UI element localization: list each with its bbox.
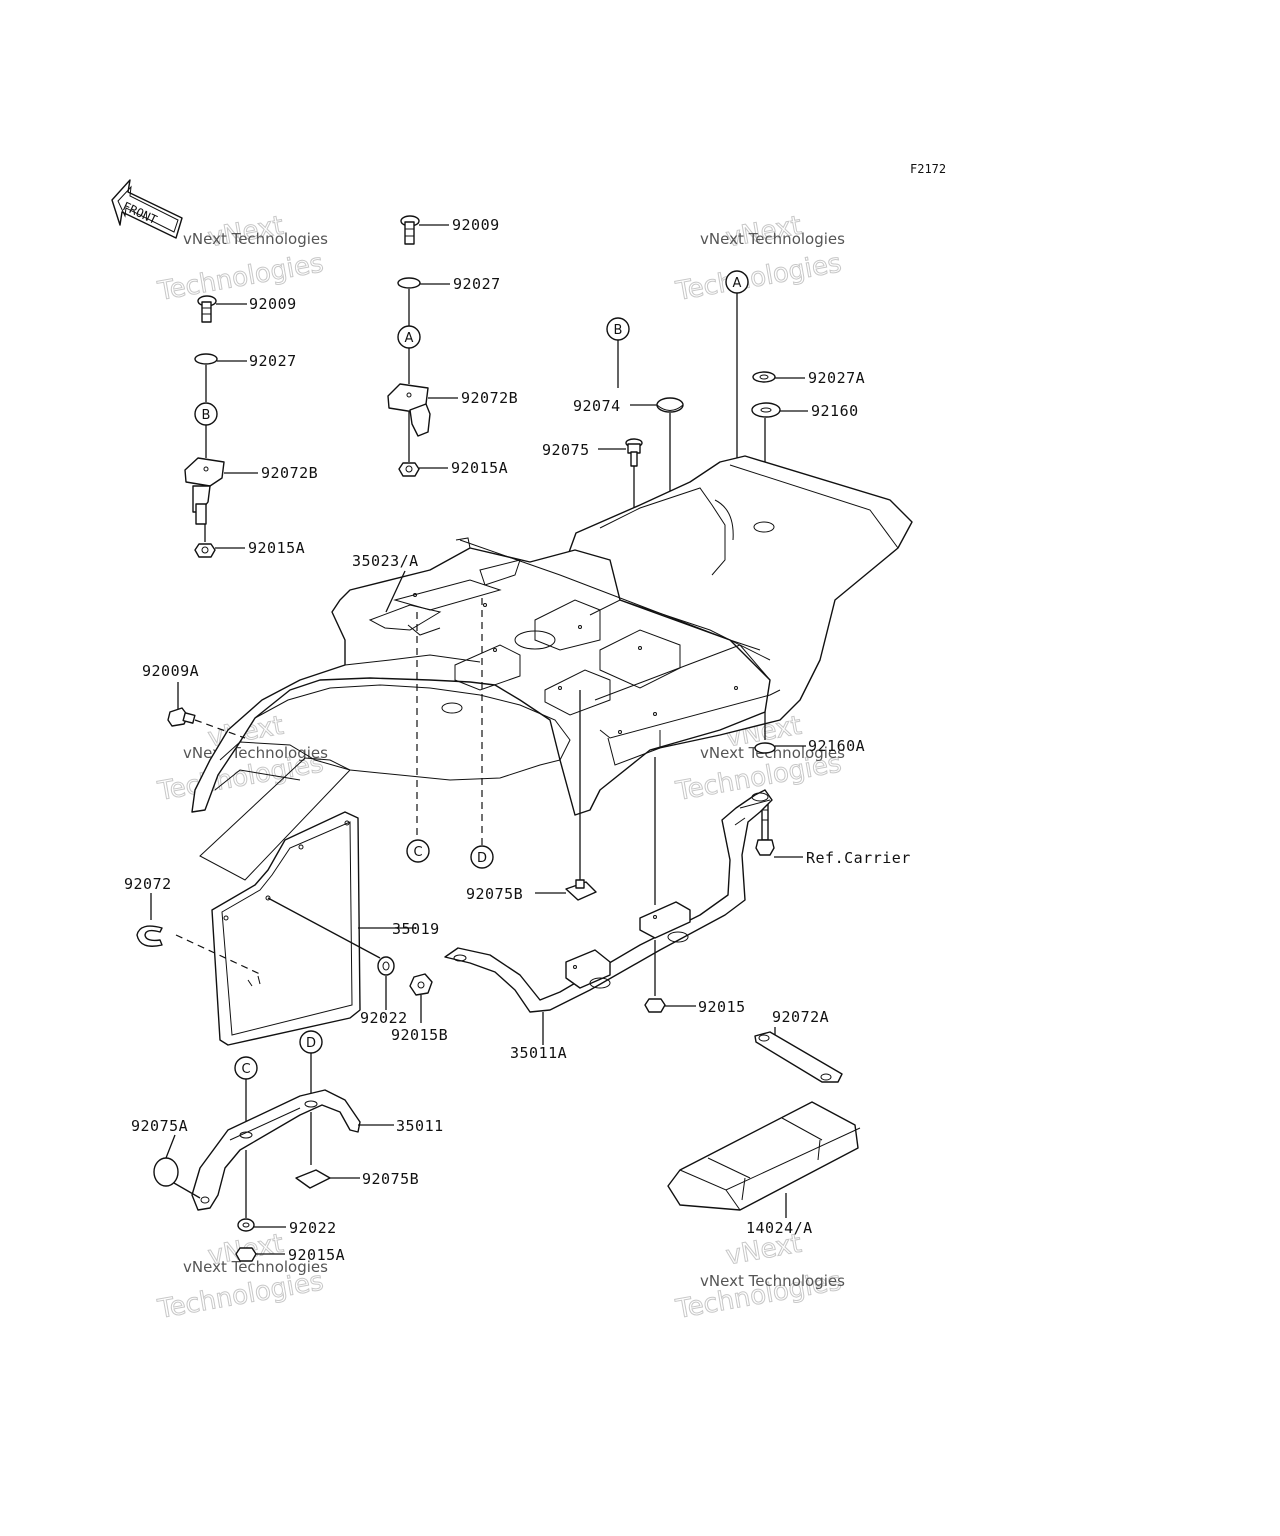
callout-label: D [306, 1036, 316, 1051]
part-label: 92072B [261, 464, 318, 482]
front-arrow-icon: FRONT [111, 179, 183, 239]
part-label: 92015A [451, 459, 508, 477]
part-label: 92015A [288, 1246, 345, 1264]
watermark-text: Technologies [673, 248, 844, 307]
nut-icon [644, 998, 666, 1013]
clip-nut-icon [387, 383, 431, 437]
strap-icon [754, 1031, 843, 1083]
watermark-text: Technologies [155, 248, 326, 307]
washer-icon [752, 371, 776, 383]
grommet-icon [625, 438, 643, 467]
bolt-icon [167, 707, 196, 727]
callout-label: D [477, 851, 487, 866]
callout-label: A [405, 331, 414, 346]
washer-icon [397, 277, 421, 289]
figure-code: F2172 [910, 162, 946, 176]
part-label: 92015 [698, 998, 746, 1016]
callout-label: C [413, 845, 422, 860]
mud-flap-35019 [199, 757, 361, 1046]
part-label: 92027 [249, 352, 297, 370]
bracket-35011a [444, 789, 773, 1013]
washer-icon [751, 402, 781, 418]
upper-right-hardware: B 92074 92075 A 92027A 9216 [542, 270, 865, 735]
callout-label: B [202, 408, 211, 423]
part-label: 35019 [392, 920, 440, 938]
part-label: 92027A [808, 369, 865, 387]
cap-icon [656, 397, 684, 413]
pad-14024a [667, 1101, 861, 1211]
part-label: 92075B [362, 1170, 419, 1188]
washer-icon [237, 1218, 255, 1232]
part-label: 92072B [461, 389, 518, 407]
callout-label: C [241, 1062, 250, 1077]
cap-icon [153, 1157, 179, 1187]
part-label: 92009 [452, 216, 500, 234]
part-label: 92009 [249, 295, 297, 313]
part-label: 92015A [248, 539, 305, 557]
callout-c-marker [406, 839, 430, 863]
washer-icon [194, 353, 218, 365]
part-label: 92160A [808, 737, 865, 755]
washer-icon [377, 956, 395, 976]
watermark-text: vNext Technologies [183, 230, 328, 248]
part-label: 14024/A [746, 1219, 813, 1237]
watermark-text: vNext Technologies [700, 1272, 845, 1290]
part-label: 92072 [124, 875, 172, 893]
part-label: 92072A [772, 1008, 829, 1026]
part-label: 92022 [360, 1009, 408, 1027]
nut-icon [398, 462, 420, 477]
part-label: 92075A [131, 1117, 188, 1135]
callout-d-marker [470, 845, 494, 869]
part-label: 35011A [510, 1044, 567, 1062]
part-label: 92075 [542, 441, 590, 459]
bracket-35011 [191, 1089, 361, 1211]
clip-icon [136, 925, 163, 947]
nut-icon [235, 1247, 257, 1262]
part-label: 35023/A [352, 552, 419, 570]
watermark-text: vNext Technologies [183, 744, 328, 762]
left-hardware-stack: 92009 92027 B 92072B 92015A [184, 295, 318, 558]
grommet-icon [295, 1169, 331, 1189]
center-hardware-stack: 92009 92027 A 92072B 92015A [387, 215, 518, 477]
part-label: 92022 [289, 1219, 337, 1237]
part-label: 92160 [811, 402, 859, 420]
part-label: 92027 [453, 275, 501, 293]
nut-icon [194, 543, 216, 558]
part-label: 92009A [142, 662, 199, 680]
watermark-text: vNext Technologies [700, 230, 845, 248]
callout-label: B [614, 323, 623, 338]
watermark-text: vNext Technologies [700, 744, 845, 762]
nut-icon [409, 973, 433, 996]
clip-nut-icon [184, 457, 225, 525]
grommet-icon [565, 879, 597, 901]
rear-fender [191, 455, 913, 816]
part-label: 92075B [466, 885, 523, 903]
watermark-group: Technologies vNext vNext Technologies Te… [155, 210, 846, 1325]
ref-carrier-label: Ref.Carrier [806, 849, 911, 867]
part-label: 35011 [396, 1117, 444, 1135]
grommet-icon [754, 742, 776, 754]
bolt-icon [400, 215, 420, 245]
bolt-icon [197, 295, 217, 323]
part-label: 92074 [573, 397, 621, 415]
watermark-text: vNext Technologies [183, 1258, 328, 1276]
callout-label: A [733, 276, 742, 291]
part-label: 92015B [391, 1026, 448, 1044]
